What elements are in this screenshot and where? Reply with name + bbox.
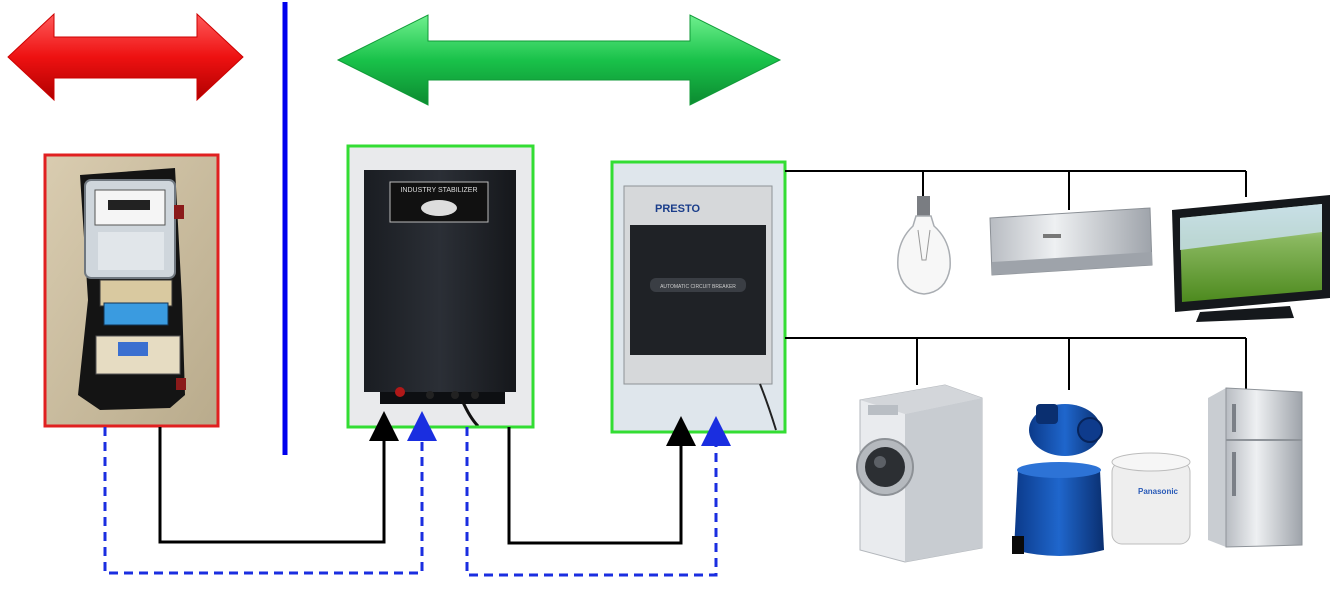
customer-side-double-arrow	[336, 14, 782, 106]
refrigerator-icon	[1208, 387, 1303, 548]
ground-wire-stabilizer-to-breaker	[465, 416, 731, 577]
kwh-meter	[43, 153, 220, 428]
washing-machine-icon	[856, 384, 983, 563]
breaker-caption: AUTOMATIC CIRCUIT BREAKER	[660, 284, 736, 290]
breaker-brand: PRESTO	[655, 203, 700, 215]
tank-brand: Panasonic	[1138, 487, 1179, 496]
television-icon	[1172, 195, 1330, 322]
utility-side-double-arrow	[7, 12, 244, 102]
ground-wire-meter-to-stabilizer	[103, 411, 437, 575]
appliance-wiring	[785, 170, 1247, 390]
circuit-breaker: PRESTO AUTOMATIC CIRCUIT BREAKER	[610, 160, 787, 434]
water-pump-icon: Panasonic	[1012, 404, 1191, 556]
power-wire-meter-to-stabilizer	[158, 411, 399, 544]
voltage-stabilizer: INDUSTRY STABILIZER	[346, 144, 535, 429]
air-conditioner-icon	[989, 207, 1153, 276]
light-bulb-icon	[897, 196, 951, 295]
stabilizer-plate-text: INDUSTRY STABILIZER	[400, 187, 477, 194]
power-wire-stabilizer-to-breaker	[507, 416, 696, 545]
